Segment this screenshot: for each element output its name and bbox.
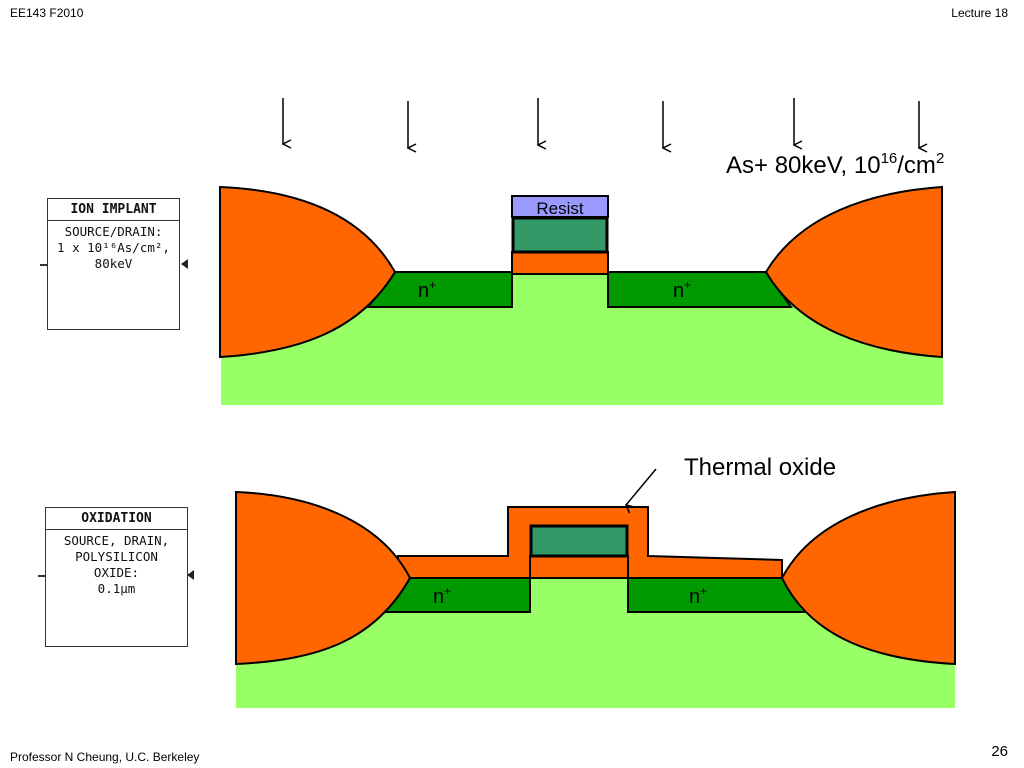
footer-author: Professor N Cheung, U.C. Berkeley — [10, 750, 200, 764]
field-oxide-right — [764, 185, 943, 359]
n-plus-label-right: n+ — [673, 278, 691, 302]
oxidation-cross-section: n+ n+ — [235, 490, 956, 708]
implant-condition-label: As+ 80keV, 1016/cm2 — [726, 150, 944, 179]
gate-oxide — [529, 555, 629, 579]
oxidation-details: SOURCE, DRAIN, POLYSILICON OXIDE: 0.1μm — [63, 533, 170, 596]
polysilicon-gate — [511, 216, 609, 254]
implant-arrows — [283, 98, 919, 148]
n-plus-region-right — [607, 271, 793, 308]
resist-label: Resist — [536, 199, 584, 218]
oxidation-title: OXIDATION — [46, 508, 187, 530]
field-oxide-left — [235, 490, 412, 666]
ion-implant-pointer-icon — [181, 259, 188, 269]
n-plus-region-right — [627, 577, 811, 613]
n-plus-label-left: n+ — [418, 278, 436, 302]
n-plus-label-left: n+ — [433, 584, 451, 608]
gate-oxide — [511, 251, 609, 275]
n-plus-label-right: n+ — [689, 584, 707, 608]
ion-implant-title: ION IMPLANT — [48, 199, 179, 221]
field-oxide-right — [780, 490, 956, 666]
thermal-oxide-label: Thermal oxide — [684, 454, 836, 481]
thermal-oxide-pointer-arrow-icon — [626, 468, 657, 505]
oxidation-step-box: OXIDATION SOURCE, DRAIN, POLYSILICON OXI… — [45, 507, 188, 647]
ion-implant-step-box: ION IMPLANT SOURCE/DRAIN: 1 x 10¹⁶As/cm²… — [47, 198, 180, 330]
ion-implant-left-tick — [40, 264, 48, 266]
photoresist-layer — [511, 195, 609, 218]
lecture-number: Lecture 18 — [951, 6, 1008, 20]
field-oxide-left — [219, 185, 397, 359]
course-title: EE143 F2010 — [10, 6, 84, 20]
ion-implant-details: SOURCE/DRAIN: 1 x 10¹⁶As/cm², 80keV — [57, 224, 170, 271]
implant-cross-section: Resist n+ n+ — [219, 185, 943, 405]
oxidation-left-tick — [38, 575, 46, 577]
oxidation-pointer-icon — [187, 570, 194, 580]
page-number: 26 — [991, 743, 1008, 760]
polysilicon-gate — [529, 524, 629, 558]
